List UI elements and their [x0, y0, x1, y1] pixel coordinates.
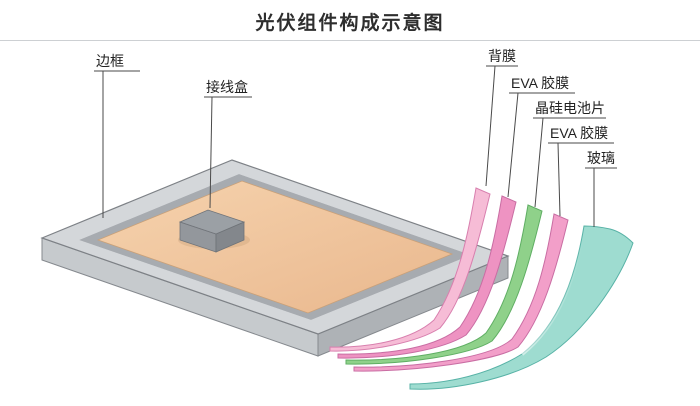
frame-top-rail: [42, 160, 508, 334]
label-cell-text: 晶硅电池片: [535, 100, 605, 116]
label-eva-upper-text: EVA 胶膜: [511, 75, 569, 91]
label-frame-text: 边框: [96, 53, 124, 69]
diagram-title: 光伏组件构成示意图: [255, 13, 445, 34]
label-cell-leader: [534, 117, 544, 208]
label-back-sheet: 背膜: [485, 48, 518, 187]
layer-stack: [329, 187, 634, 390]
label-glass: 玻璃: [585, 150, 617, 227]
label-eva-upper: EVA 胶膜: [507, 75, 575, 198]
label-frame: 边框: [94, 53, 140, 218]
label-eva-lower: EVA 胶膜: [548, 125, 614, 217]
layer-back-sheet: [329, 187, 491, 352]
layer-eva-lower: [353, 213, 569, 372]
label-eva-lower-text: EVA 胶膜: [550, 125, 608, 141]
junction-box: [178, 209, 250, 253]
label-junction-box-leader: [209, 96, 213, 209]
label-eva-upper-leader: [507, 92, 519, 198]
title-divider: [0, 40, 700, 41]
label-cell: 晶硅电池片: [533, 100, 606, 208]
label-eva-lower-leader: [557, 142, 561, 217]
layer-cell: [345, 204, 543, 365]
frame-outer-outline: [40, 159, 510, 335]
label-junction-box-text: 接线盒: [206, 79, 248, 95]
junction-box-top-face: [178, 209, 246, 235]
label-back-sheet-leader: [485, 65, 496, 187]
callouts: 边框 接线盒 背膜 EVA 胶膜 晶硅电池片: [94, 48, 617, 227]
label-junction-box: 接线盒: [204, 79, 252, 209]
label-back-sheet-text: 背膜: [488, 48, 516, 64]
label-glass-text: 玻璃: [587, 150, 615, 166]
layer-eva-upper: [337, 195, 517, 359]
back-panel-surface: [96, 180, 454, 314]
glass-highlight: [520, 225, 586, 356]
